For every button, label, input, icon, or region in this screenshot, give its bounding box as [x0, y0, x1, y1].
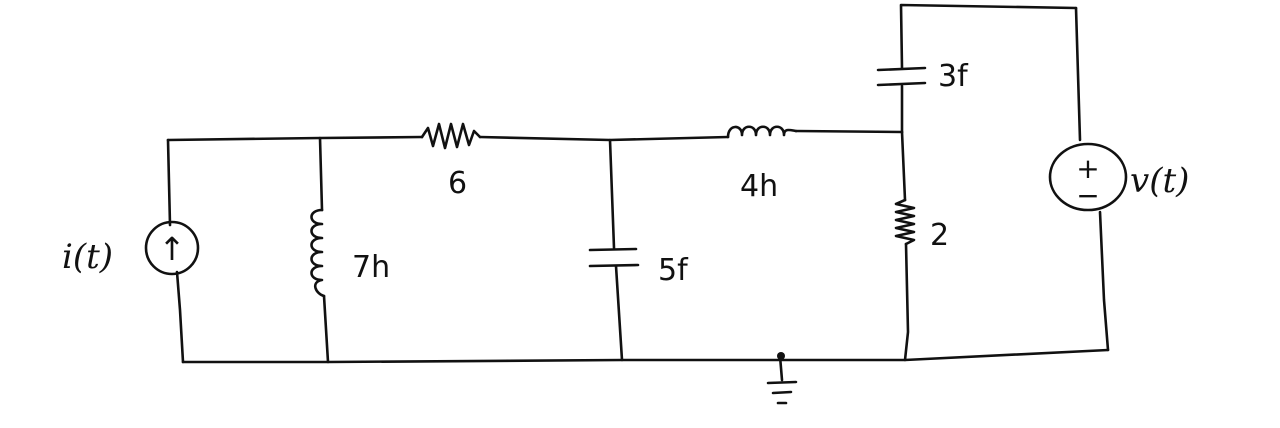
- wire-source-top: [166, 138, 172, 227]
- voltage-source-label: v(t): [1130, 161, 1189, 201]
- capacitor-3f-label: 3f: [938, 59, 969, 94]
- junction-dot: [777, 352, 785, 360]
- wire-bottom: [181, 348, 1110, 364]
- wire-vsource-top: [1074, 6, 1082, 142]
- wire-3f-top: [899, 3, 1078, 70]
- ground-icon: [766, 354, 798, 405]
- resistor-6-label: 6: [448, 166, 467, 201]
- wire-top-left: [166, 135, 424, 142]
- wire-source-bottom: [175, 270, 185, 364]
- current-source-circle: [144, 220, 200, 276]
- wire-vsource-bottom: [1098, 210, 1110, 352]
- wire-top-right: [794, 129, 904, 134]
- inductor-4h-label: 4h: [740, 169, 778, 204]
- wire-7h-top: [318, 136, 324, 212]
- capacitor-3f-plate-bottom: [876, 81, 927, 87]
- voltage-source-oval: [1048, 142, 1128, 212]
- wire-5f-top: [608, 138, 616, 250]
- current-source-label: i(t): [62, 237, 113, 277]
- wire-top-mid: [478, 135, 730, 142]
- minus-sign: −: [1076, 179, 1099, 212]
- resistor-6-symbol: [420, 122, 482, 150]
- wire-7h-bottom: [322, 294, 330, 364]
- wire-2-bottom: [903, 242, 910, 362]
- capacitor-5f-label: 5f: [658, 253, 689, 288]
- arrow-up-icon: ↑: [159, 230, 186, 268]
- resistor-2-label: 2: [930, 218, 949, 253]
- plus-sign: +: [1076, 152, 1099, 185]
- capacitor-5f-plate-top: [588, 247, 638, 252]
- inductor-7h-label: 7h: [352, 250, 390, 285]
- capacitor-5f-plate-bottom: [588, 263, 640, 268]
- inductor-7h-symbol: [310, 208, 326, 298]
- inductor-4h-symbol: [726, 125, 798, 139]
- wire-2-top: [900, 130, 907, 202]
- wire-5f-bottom: [614, 264, 624, 362]
- resistor-2-symbol: [894, 198, 916, 246]
